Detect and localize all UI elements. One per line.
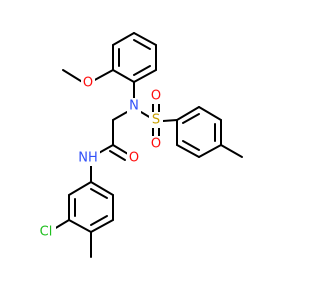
- bond-co-double-b: [109, 150, 126, 161]
- atom-o-carbonyl: O: [129, 151, 139, 166]
- bond-ring1-c-inner: [133, 39, 151, 50]
- bond-ring1-f: [112, 69, 135, 83]
- bond-ring2-f: [68, 181, 92, 196]
- bond-ring1-b: [112, 32, 135, 46]
- bond-ring2-c-inner: [90, 215, 108, 226]
- atom-labels: O N S O O O NH Cl: [36, 75, 163, 240]
- bond-co-double-a: [112, 144, 129, 155]
- bond-ring2-a: [90, 181, 114, 196]
- bond-ring3-a: [176, 106, 200, 121]
- bond-ring3-e: [176, 144, 200, 158]
- bond-ring2-d: [68, 219, 92, 233]
- atom-o-sulfonyl-bottom: O: [151, 137, 161, 152]
- bond-ring1-c: [133, 32, 157, 46]
- bond-ring3-b: [198, 106, 222, 121]
- bond-ring2-a-inner: [90, 188, 108, 199]
- atom-s-sulfonyl: S: [152, 113, 160, 128]
- atom-o-methoxy: O: [83, 76, 93, 91]
- structure-canvas: O N S O O O NH Cl: [36, 32, 243, 258]
- atom-o-sulfonyl-top: O: [151, 89, 161, 104]
- bond-ring2-c: [90, 219, 114, 233]
- bonds: [53, 32, 243, 258]
- atom-nh-amide: NH: [78, 151, 98, 166]
- atom-cl: Cl: [40, 225, 53, 240]
- atom-n-sulfonamide: N: [129, 99, 139, 114]
- bond-ring1-e: [133, 69, 157, 83]
- bond-ring3-e-inner: [182, 140, 200, 151]
- bond-ring3-a-inner: [182, 113, 200, 124]
- molecule-structure: O N S O O O NH Cl: [36, 32, 243, 258]
- bond-ring3-methyl: [220, 144, 243, 158]
- bond-ring1-e-inner: [133, 65, 151, 76]
- bond-s-ring3: [162, 119, 178, 122]
- bond-methyl-o: [62, 69, 85, 84]
- bond-ring3-d: [198, 144, 222, 158]
- bond-n-ch2: [112, 111, 128, 121]
- bond-ring2-cl: [53, 219, 70, 230]
